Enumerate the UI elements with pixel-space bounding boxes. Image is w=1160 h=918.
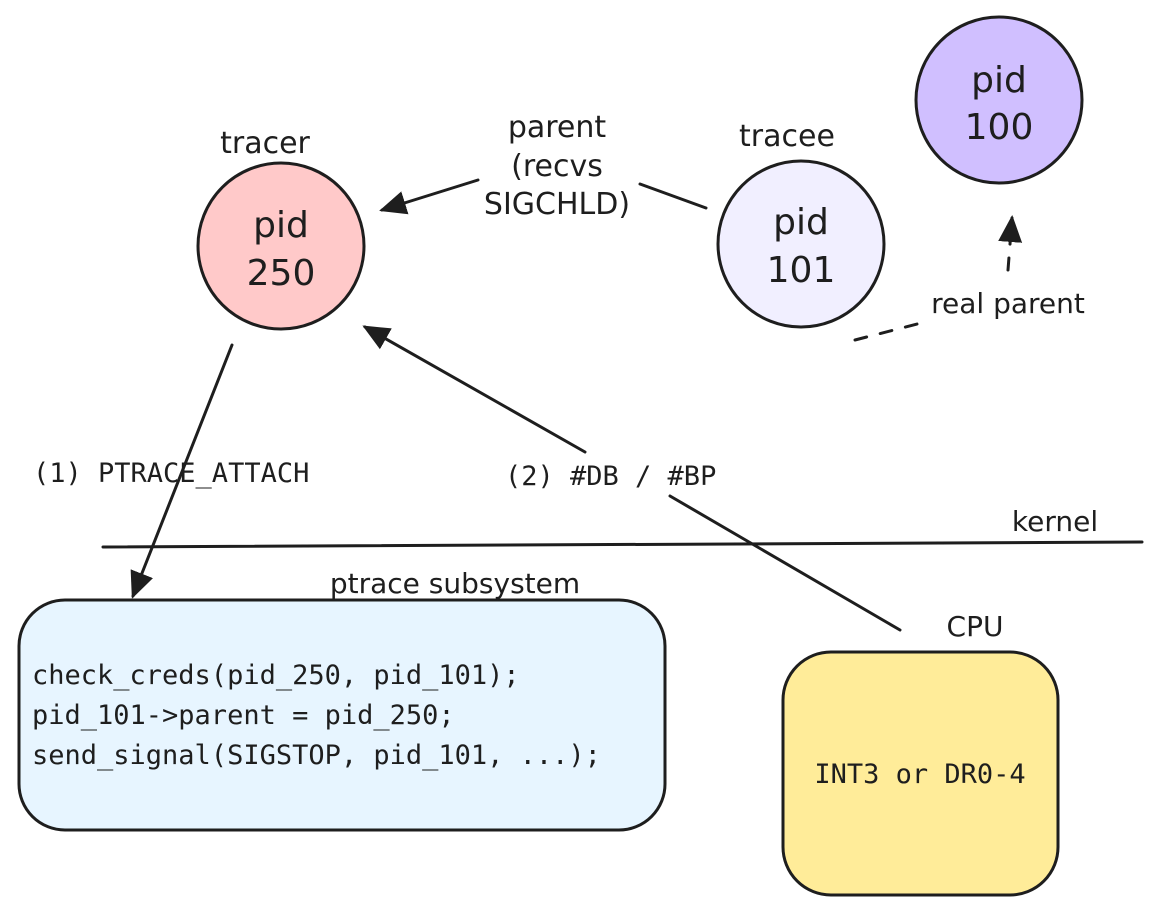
tracer-pid-label: pid — [253, 205, 309, 246]
parent-arrow-segment-left — [379, 178, 480, 215]
real-parent-edge: real parent — [853, 215, 1085, 342]
cpu-title: CPU — [947, 610, 1004, 643]
ptrace-code-line-3: send_signal(SIGSTOP, pid_101, ...); — [32, 740, 601, 771]
tracer-pid-number: 250 — [247, 253, 316, 294]
attach-edge-label: (1) PTRACE_ATTACH — [33, 458, 309, 489]
tracer-role-label: tracer — [220, 126, 310, 161]
debug-exception-arrow-upper — [362, 325, 587, 454]
kernel-boundary-line — [101, 540, 1144, 549]
ptrace-code-line-1: check_creds(pid_250, pid_101); — [32, 660, 520, 691]
parent-arrow-segment-right — [638, 182, 708, 210]
parent-edge-label-line1: parent — [508, 110, 607, 145]
real-parent-node[interactable]: pid 100 — [914, 15, 1084, 185]
real-parent-dashed-arrow-up — [998, 215, 1023, 272]
ptrace-subsystem-rect — [17, 598, 667, 832]
parent-edge-label-line2: (recvs — [511, 149, 603, 184]
cpu-rect — [781, 650, 1060, 897]
real-parent-pid-label: pid — [971, 60, 1027, 101]
tracer-circle — [196, 161, 366, 331]
kernel-boundary-label: kernel — [1012, 505, 1098, 538]
parent-edge-label-line3: SIGCHLD) — [484, 187, 630, 222]
parent-edge: parent (recvs SIGCHLD) — [379, 110, 708, 222]
debug-exception-edge-label: (2) #DB / #BP — [505, 461, 716, 492]
real-parent-edge-label: real parent — [931, 287, 1085, 320]
kernel-boundary: kernel — [101, 505, 1144, 549]
tracee-pid-label: pid — [773, 202, 829, 243]
tracee-role-label: tracee — [739, 119, 835, 154]
tracee-circle — [716, 159, 886, 329]
real-parent-circle — [914, 15, 1084, 185]
ptrace-code-line-2: pid_101->parent = pid_250; — [32, 700, 455, 731]
tracee-node[interactable]: tracee pid 101 — [716, 119, 886, 329]
real-parent-dashed-arrow — [853, 320, 927, 342]
ptrace-subsystem-title: ptrace subsystem — [330, 567, 580, 600]
debug-exception-arrow-lower — [668, 494, 902, 632]
debug-exception-edge: (2) #DB / #BP — [362, 325, 902, 632]
tracee-pid-number: 101 — [767, 250, 836, 291]
tracer-node[interactable]: tracer pid 250 — [196, 126, 366, 331]
cpu-box[interactable]: CPU INT3 or DR0-4 — [781, 610, 1060, 897]
attach-arrow — [130, 343, 234, 599]
attach-edge: (1) PTRACE_ATTACH — [33, 343, 309, 599]
ptrace-subsystem-box[interactable]: ptrace subsystem check_creds(pid_250, pi… — [17, 567, 667, 832]
real-parent-pid-number: 100 — [965, 107, 1034, 148]
cpu-body-text: INT3 or DR0-4 — [814, 759, 1025, 790]
